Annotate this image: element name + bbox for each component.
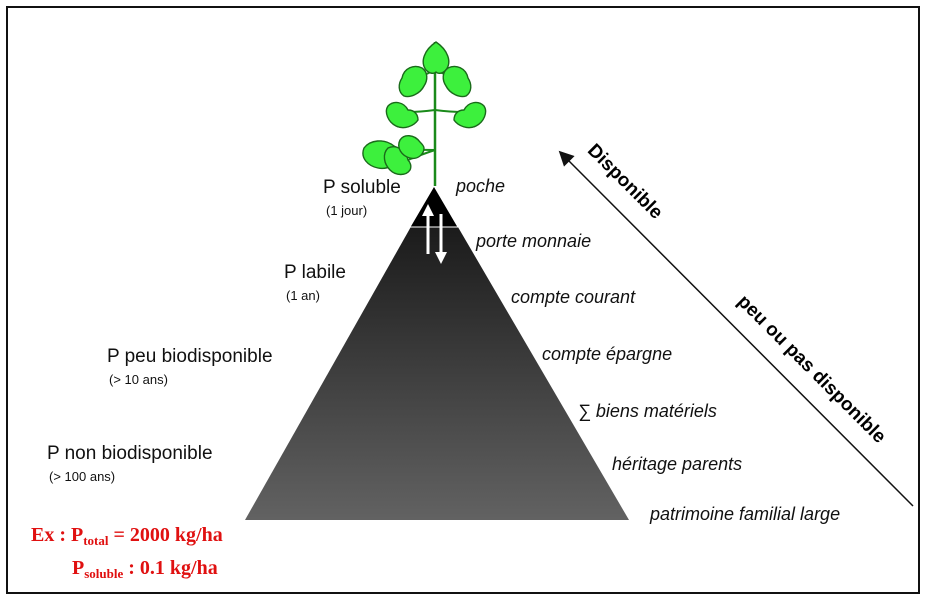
pool-label-labile: P labile [284,262,346,283]
analogy-patrimoine-familial: patrimoine familial large [650,504,841,524]
example-total-value: = 2000 kg/ha [108,524,223,546]
analogy-porte-monnaie: porte monnaie [476,231,592,251]
pool-time-labile: (1 an) [286,288,320,303]
example-soluble-p: P [72,557,85,579]
soluble-pool-cap [409,185,459,228]
pool-label-peu-biodisponible: P peu biodisponible [107,346,273,367]
analogy-compte-courant: compte courant [511,287,636,307]
analogy-compte-epargne: compte épargne [542,344,673,364]
example-prefix: Ex : [31,524,71,546]
pyramid-triangle [245,186,629,520]
example-soluble-line: Psoluble : 0.1 kg/ha [72,557,218,582]
pool-time-peu-biodisponible: (> 10 ans) [109,372,168,387]
availability-arrow [558,150,914,507]
figure-frame [6,6,920,594]
example-total-sub: total [83,533,109,548]
analogy-poche: poche [456,176,506,196]
analogy-biens-materiels: ∑ biens matériels [578,401,717,421]
plant-icon [362,41,487,186]
example-total-line: Ex : Ptotal = 2000 kg/ha [31,524,223,549]
pool-label-non-biodisponible: P non biodisponible [47,443,213,464]
pool-label-soluble: P soluble [323,177,401,198]
example-total-p: P [71,524,84,546]
example-soluble-sub: soluble [84,566,124,581]
pool-time-soluble: (1 jour) [326,203,368,218]
exchange-arrows-icon [422,204,447,264]
analogy-heritage-parents: héritage parents [612,454,743,474]
example-soluble-value: : 0.1 kg/ha [123,557,218,579]
pool-time-non-biodisponible: (> 100 ans) [49,469,116,484]
